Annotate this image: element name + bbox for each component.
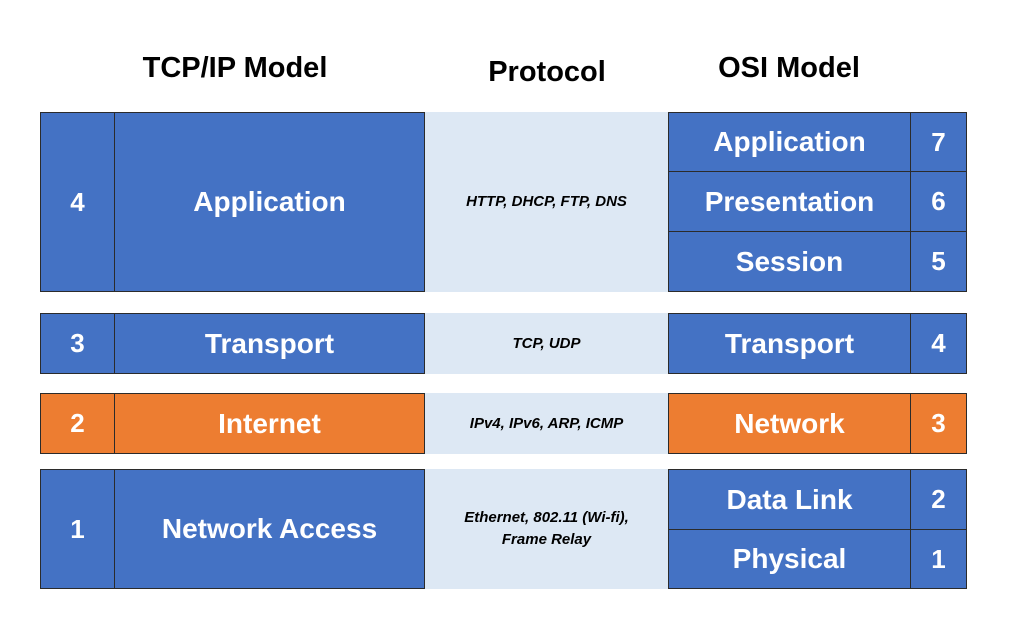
tcpip-layer-number: 2 xyxy=(40,393,115,454)
osi-layer-name: Application xyxy=(668,112,911,172)
osi-layer-number: 2 xyxy=(910,469,967,530)
osi-layer-number: 1 xyxy=(910,529,967,589)
protocol-cell: TCP, UDP xyxy=(425,313,668,374)
protocol-cell: HTTP, DHCP, FTP, DNS xyxy=(425,112,668,292)
osi-layer-number: 3 xyxy=(910,393,967,454)
osi-layer-number: 7 xyxy=(910,112,967,172)
tcpip-layer-name: Application xyxy=(114,112,425,292)
protocol-cell: IPv4, IPv6, ARP, ICMP xyxy=(425,393,668,454)
tcpip-layer-number: 1 xyxy=(40,469,115,589)
osi-layer-number: 5 xyxy=(910,231,967,292)
tcpip-model-header: TCP/IP Model xyxy=(142,52,328,84)
tcpip-layer-name: Transport xyxy=(114,313,425,374)
protocol-header: Protocol xyxy=(488,56,606,88)
osi-model-header: OSI Model xyxy=(718,52,860,84)
tcpip-layer-name: Network Access xyxy=(114,469,425,589)
osi-layer-number: 4 xyxy=(910,313,967,374)
protocol-cell: Ethernet, 802.11 (Wi-fi), Frame Relay xyxy=(425,469,668,589)
tcpip-layer-number: 4 xyxy=(40,112,115,292)
osi-layer-name: Physical xyxy=(668,529,911,589)
tcpip-layer-number: 3 xyxy=(40,313,115,374)
osi-layer-name: Presentation xyxy=(668,171,911,232)
osi-layer-number: 6 xyxy=(910,171,967,232)
protocol-line: Frame Relay xyxy=(501,531,592,548)
osi-layer-name: Network xyxy=(668,393,911,454)
osi-layer-name: Data Link xyxy=(668,469,911,530)
osi-layer-name: Session xyxy=(668,231,911,292)
osi-layer-name: Transport xyxy=(668,313,911,374)
protocol-line: Ethernet, 802.11 (Wi-fi), xyxy=(464,509,629,527)
tcpip-layer-name: Internet xyxy=(114,393,425,454)
